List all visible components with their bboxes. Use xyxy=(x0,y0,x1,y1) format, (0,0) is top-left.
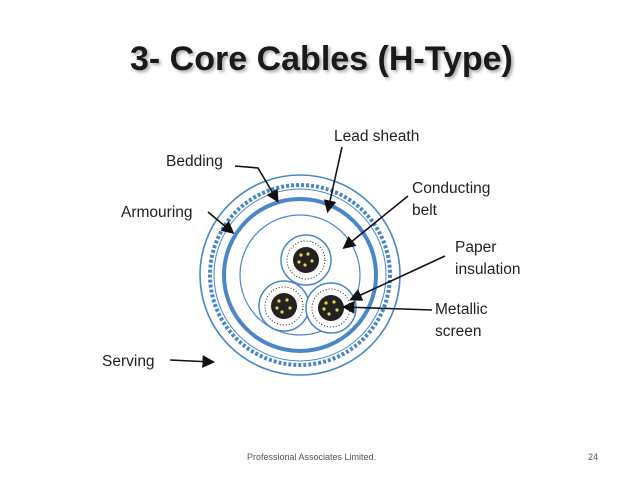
label-metallic-1: Metallic xyxy=(435,301,488,318)
core-right xyxy=(305,282,357,334)
label-paper-1: Paper xyxy=(455,239,496,256)
serving-pointer xyxy=(169,355,216,368)
conducting-belt-ring xyxy=(239,214,361,336)
metallic-screen-pointer xyxy=(341,300,433,314)
core-top xyxy=(280,234,332,286)
lead-sheath-ring xyxy=(222,197,378,353)
slide-title: 3- Core Cables (H-Type) xyxy=(130,40,513,78)
armouring-wire-ring xyxy=(208,183,392,367)
label-armouring: Armouring xyxy=(121,204,193,221)
footer-page-number: 24 xyxy=(588,452,599,462)
serving-outer-ring xyxy=(199,174,401,376)
label-serving: Serving xyxy=(102,353,155,370)
label-conducting-1: Conducting xyxy=(412,180,490,197)
paper-insulation-pointer xyxy=(349,255,446,301)
core-left xyxy=(258,280,310,332)
label-conducting-2: belt xyxy=(412,202,438,219)
label-paper-2: insulation xyxy=(455,261,521,278)
conducting-belt-pointer xyxy=(342,195,409,250)
conductor-strands xyxy=(275,252,339,316)
label-lead-sheath: Lead sheath xyxy=(334,128,419,145)
armouring-inner-line xyxy=(213,188,387,362)
bedding-pointer xyxy=(234,165,279,203)
footer-company: Professional Associates Limited. xyxy=(247,452,377,462)
armouring-pointer xyxy=(207,211,235,235)
label-metallic-2: screen xyxy=(435,323,482,340)
lead-sheath-pointer xyxy=(323,146,343,214)
label-bedding: Bedding xyxy=(166,153,223,170)
